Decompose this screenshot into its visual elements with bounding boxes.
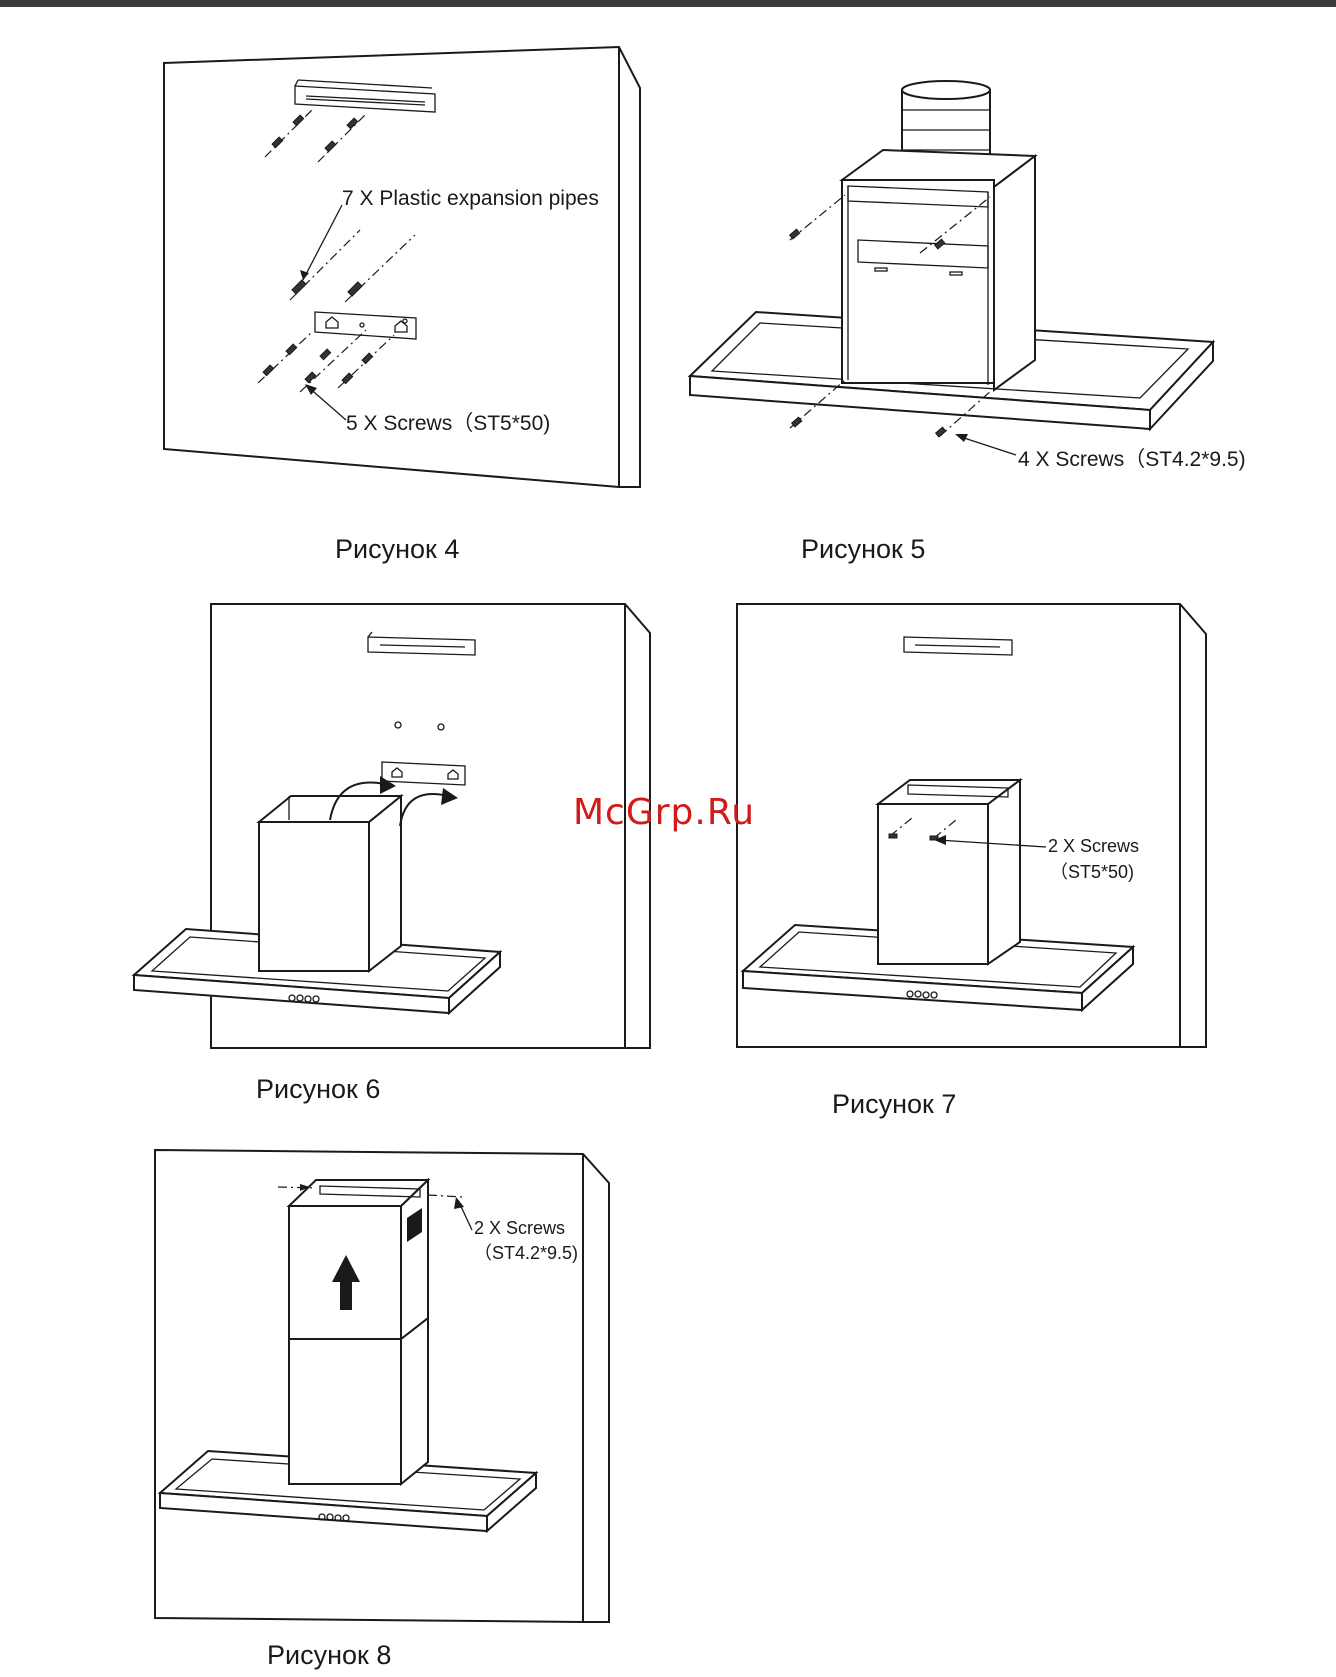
figure-8-illustration: 2 X Screws （ST4.2*9.5) xyxy=(155,1150,609,1622)
label-screws-line2: （ST5*50) xyxy=(1050,862,1134,882)
figure-caption: Рисунок 6 xyxy=(256,1074,380,1105)
chimney-upper xyxy=(289,1180,428,1339)
label-screws-line1: 2 X Screws xyxy=(474,1218,565,1238)
chimney-mounting-frame xyxy=(842,150,1035,390)
chimney-box xyxy=(259,796,401,971)
figure-7-illustration: 2 X Screws （ST5*50) xyxy=(737,604,1206,1047)
label-screws-line2: （ST4.2*9.5) xyxy=(474,1243,578,1263)
figure-caption: Рисунок 5 xyxy=(801,534,925,565)
figure-5-illustration: 4 X Screws（ST4.2*9.5) xyxy=(690,81,1246,471)
figure-caption: Рисунок 4 xyxy=(335,534,459,565)
label-screws-st42: 4 X Screws（ST4.2*9.5) xyxy=(1018,448,1246,471)
watermark: McGrp.Ru xyxy=(573,792,755,833)
chimney-lower xyxy=(289,1318,428,1484)
label-screws-line1: 2 X Screws xyxy=(1048,836,1139,856)
label-expansion-pipes: 7 X Plastic expansion pipes xyxy=(342,187,599,210)
label-screws-st5-50: 5 X Screws（ST5*50) xyxy=(346,412,550,435)
figure-caption: Рисунок 8 xyxy=(267,1640,391,1671)
figure-4-illustration: 7 X Plastic expansion pipes 5 X Screws（S… xyxy=(164,47,640,487)
figure-caption: Рисунок 7 xyxy=(832,1089,956,1120)
leader-screws-fig5 xyxy=(958,436,1016,455)
chimney-box xyxy=(878,780,1020,964)
